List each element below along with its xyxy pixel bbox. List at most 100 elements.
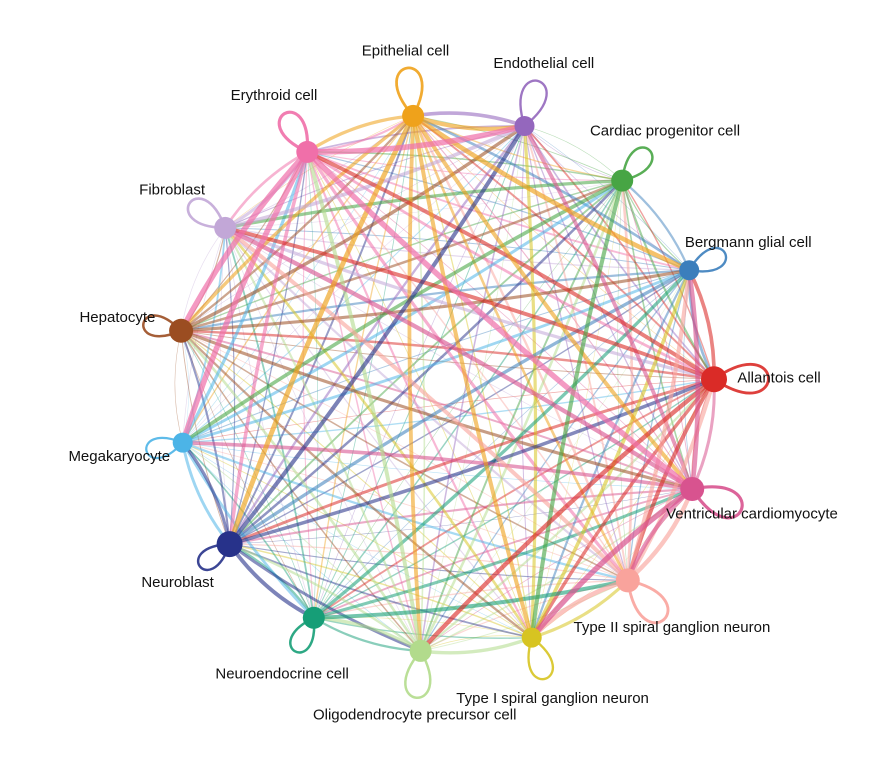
edge bbox=[313, 579, 629, 619]
node-neuroblast bbox=[216, 531, 243, 558]
edge bbox=[412, 115, 715, 380]
edges-layer bbox=[174, 111, 717, 655]
edge bbox=[182, 378, 715, 444]
node-oligodendrocyte-precursor-cell bbox=[409, 639, 432, 662]
edge bbox=[223, 178, 624, 230]
edge bbox=[228, 377, 716, 546]
edge bbox=[228, 269, 690, 545]
edge bbox=[179, 329, 422, 653]
edge bbox=[180, 330, 715, 380]
edge bbox=[224, 227, 421, 652]
node-megakaryocyte bbox=[172, 432, 193, 453]
label-type-i-spiral-ganglion-neuron: Type I spiral ganglion neuron bbox=[456, 690, 649, 707]
edge bbox=[179, 329, 694, 491]
edge bbox=[411, 111, 527, 128]
edge bbox=[179, 149, 311, 446]
edge bbox=[180, 330, 629, 582]
edge bbox=[625, 486, 695, 583]
edge bbox=[223, 225, 630, 583]
edge bbox=[219, 227, 230, 545]
edge bbox=[529, 268, 691, 640]
edge bbox=[227, 123, 527, 547]
edge bbox=[181, 150, 309, 445]
edge bbox=[306, 150, 691, 272]
edge bbox=[411, 113, 534, 640]
edge bbox=[419, 378, 716, 653]
edge bbox=[227, 268, 691, 546]
edge bbox=[621, 180, 693, 490]
label-neuroendocrine-cell: Neuroendocrine cell bbox=[215, 666, 348, 683]
edge bbox=[412, 115, 623, 181]
edge bbox=[305, 114, 415, 154]
node-type-ii-spiral-ganglion-neuron bbox=[615, 568, 640, 593]
self-loop-neuroendocrine-cell bbox=[289, 616, 316, 654]
edge bbox=[530, 578, 630, 640]
edge bbox=[520, 125, 533, 639]
edge bbox=[686, 267, 701, 492]
self-loop-epithelial-cell bbox=[395, 66, 424, 117]
node-ventricular-cardiomyocyte bbox=[680, 477, 705, 501]
self-loop-type-i-spiral-ganglion-neuron bbox=[527, 636, 555, 681]
edge bbox=[530, 377, 716, 640]
edge bbox=[306, 151, 629, 582]
edge bbox=[179, 114, 415, 333]
self-loops-layer bbox=[142, 66, 770, 699]
edge bbox=[313, 125, 525, 619]
edge bbox=[627, 269, 690, 582]
edge bbox=[224, 227, 690, 271]
self-loop-fibroblast bbox=[186, 197, 227, 230]
edge bbox=[228, 543, 533, 639]
edge bbox=[621, 179, 691, 272]
edge bbox=[419, 179, 624, 652]
edge bbox=[181, 179, 624, 445]
edge bbox=[312, 378, 715, 619]
edge bbox=[312, 487, 694, 620]
edge bbox=[621, 179, 716, 381]
edge bbox=[180, 330, 533, 639]
edge bbox=[418, 635, 534, 655]
edge bbox=[313, 115, 414, 619]
edge bbox=[181, 268, 691, 445]
self-loop-oligodendrocyte-precursor-cell bbox=[404, 650, 432, 699]
edge bbox=[182, 442, 533, 639]
edge bbox=[228, 542, 423, 653]
edge bbox=[180, 330, 422, 652]
edge bbox=[227, 150, 310, 546]
edge bbox=[182, 442, 629, 581]
edge bbox=[312, 616, 422, 653]
node-epithelial-cell bbox=[402, 104, 425, 127]
edge bbox=[224, 227, 236, 545]
node-type-i-spiral-ganglion-neuron bbox=[521, 627, 542, 648]
edge bbox=[180, 440, 695, 491]
edge bbox=[228, 114, 415, 546]
edge bbox=[179, 268, 691, 333]
edge bbox=[182, 115, 414, 443]
self-loop-allantois-cell bbox=[713, 363, 770, 395]
edge bbox=[228, 179, 624, 546]
label-neuroblast: Neuroblast bbox=[141, 574, 214, 591]
self-loop-ventricular-cardiomyocyte bbox=[690, 485, 744, 520]
edge bbox=[223, 124, 527, 230]
edge bbox=[223, 150, 309, 230]
edge bbox=[419, 269, 690, 652]
node-fibroblast bbox=[214, 216, 237, 239]
edge bbox=[420, 488, 693, 652]
edge bbox=[180, 178, 625, 445]
edge bbox=[174, 330, 183, 443]
edge bbox=[420, 635, 533, 652]
edge bbox=[528, 486, 695, 641]
edge bbox=[621, 180, 690, 271]
label-megakaryocyte: Megakaryocyte bbox=[68, 448, 170, 465]
edge bbox=[312, 268, 691, 620]
edge bbox=[411, 113, 695, 491]
edge bbox=[531, 180, 623, 638]
edge bbox=[523, 125, 715, 381]
self-loop-cardiac-progenitor-cell bbox=[620, 146, 654, 182]
edge bbox=[182, 115, 414, 444]
edge bbox=[313, 617, 533, 639]
edge bbox=[227, 113, 416, 547]
edge bbox=[410, 113, 692, 273]
edge bbox=[529, 178, 625, 640]
